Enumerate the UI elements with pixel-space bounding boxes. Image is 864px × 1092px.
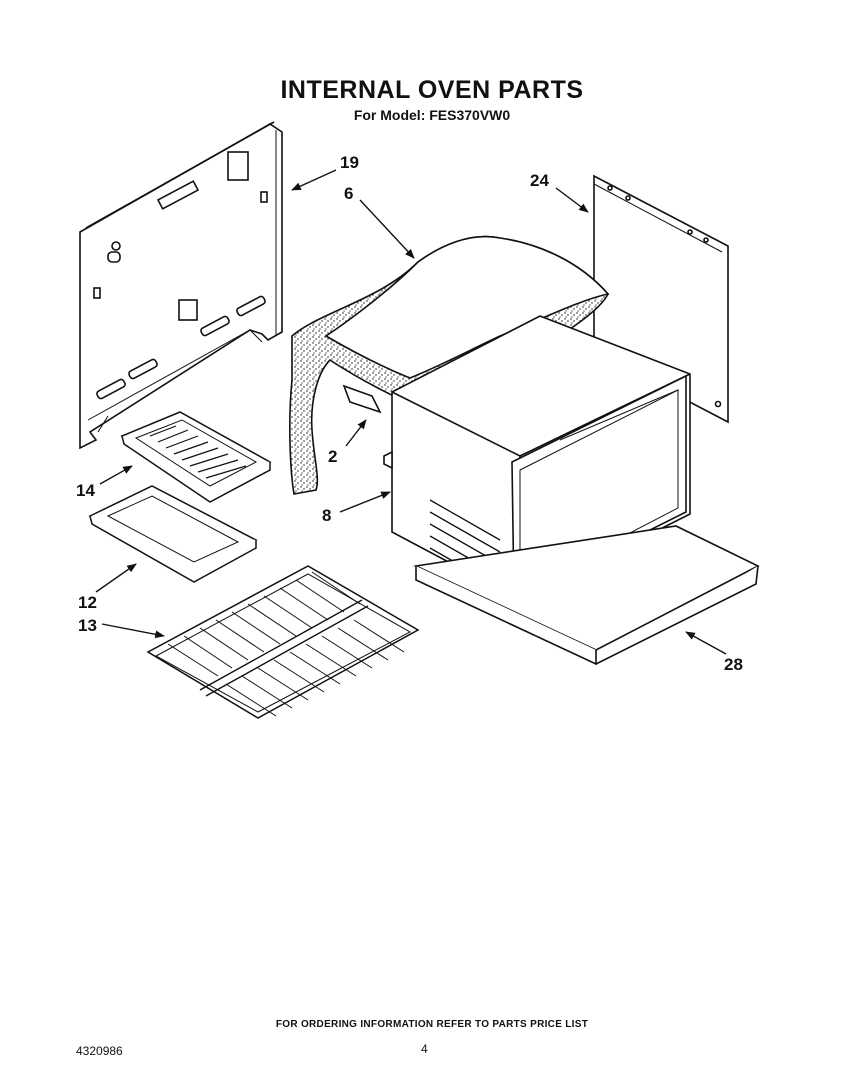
broiler-grid-part — [120, 411, 272, 503]
page-number: 4 — [421, 1042, 428, 1056]
callout-13: 13 — [78, 616, 97, 635]
model-subtitle: For Model: FES370VW0 — [353, 107, 511, 123]
callout-14: 14 — [76, 481, 95, 500]
callout-6: 6 — [344, 184, 354, 203]
ordering-note: FOR ORDERING INFORMATION REFER TO PARTS … — [275, 1019, 589, 1030]
callout-2: 2 — [328, 447, 338, 466]
page-title: INTERNAL OVEN PARTS — [280, 76, 584, 104]
callout-28: 28 — [724, 655, 743, 674]
bottom-tray-part — [413, 525, 760, 666]
broiler-pan-part — [88, 485, 258, 583]
callout-19: 19 — [340, 153, 359, 172]
leader-lines — [95, 169, 727, 655]
callout-12: 12 — [78, 593, 97, 612]
document-number: 4320986 — [76, 1044, 123, 1058]
oven-rack-part — [146, 565, 420, 719]
callout-24: 24 — [530, 171, 549, 190]
rear-panel-part — [79, 121, 283, 450]
callout-8: 8 — [322, 506, 332, 525]
oven-cavity-part — [383, 315, 691, 601]
